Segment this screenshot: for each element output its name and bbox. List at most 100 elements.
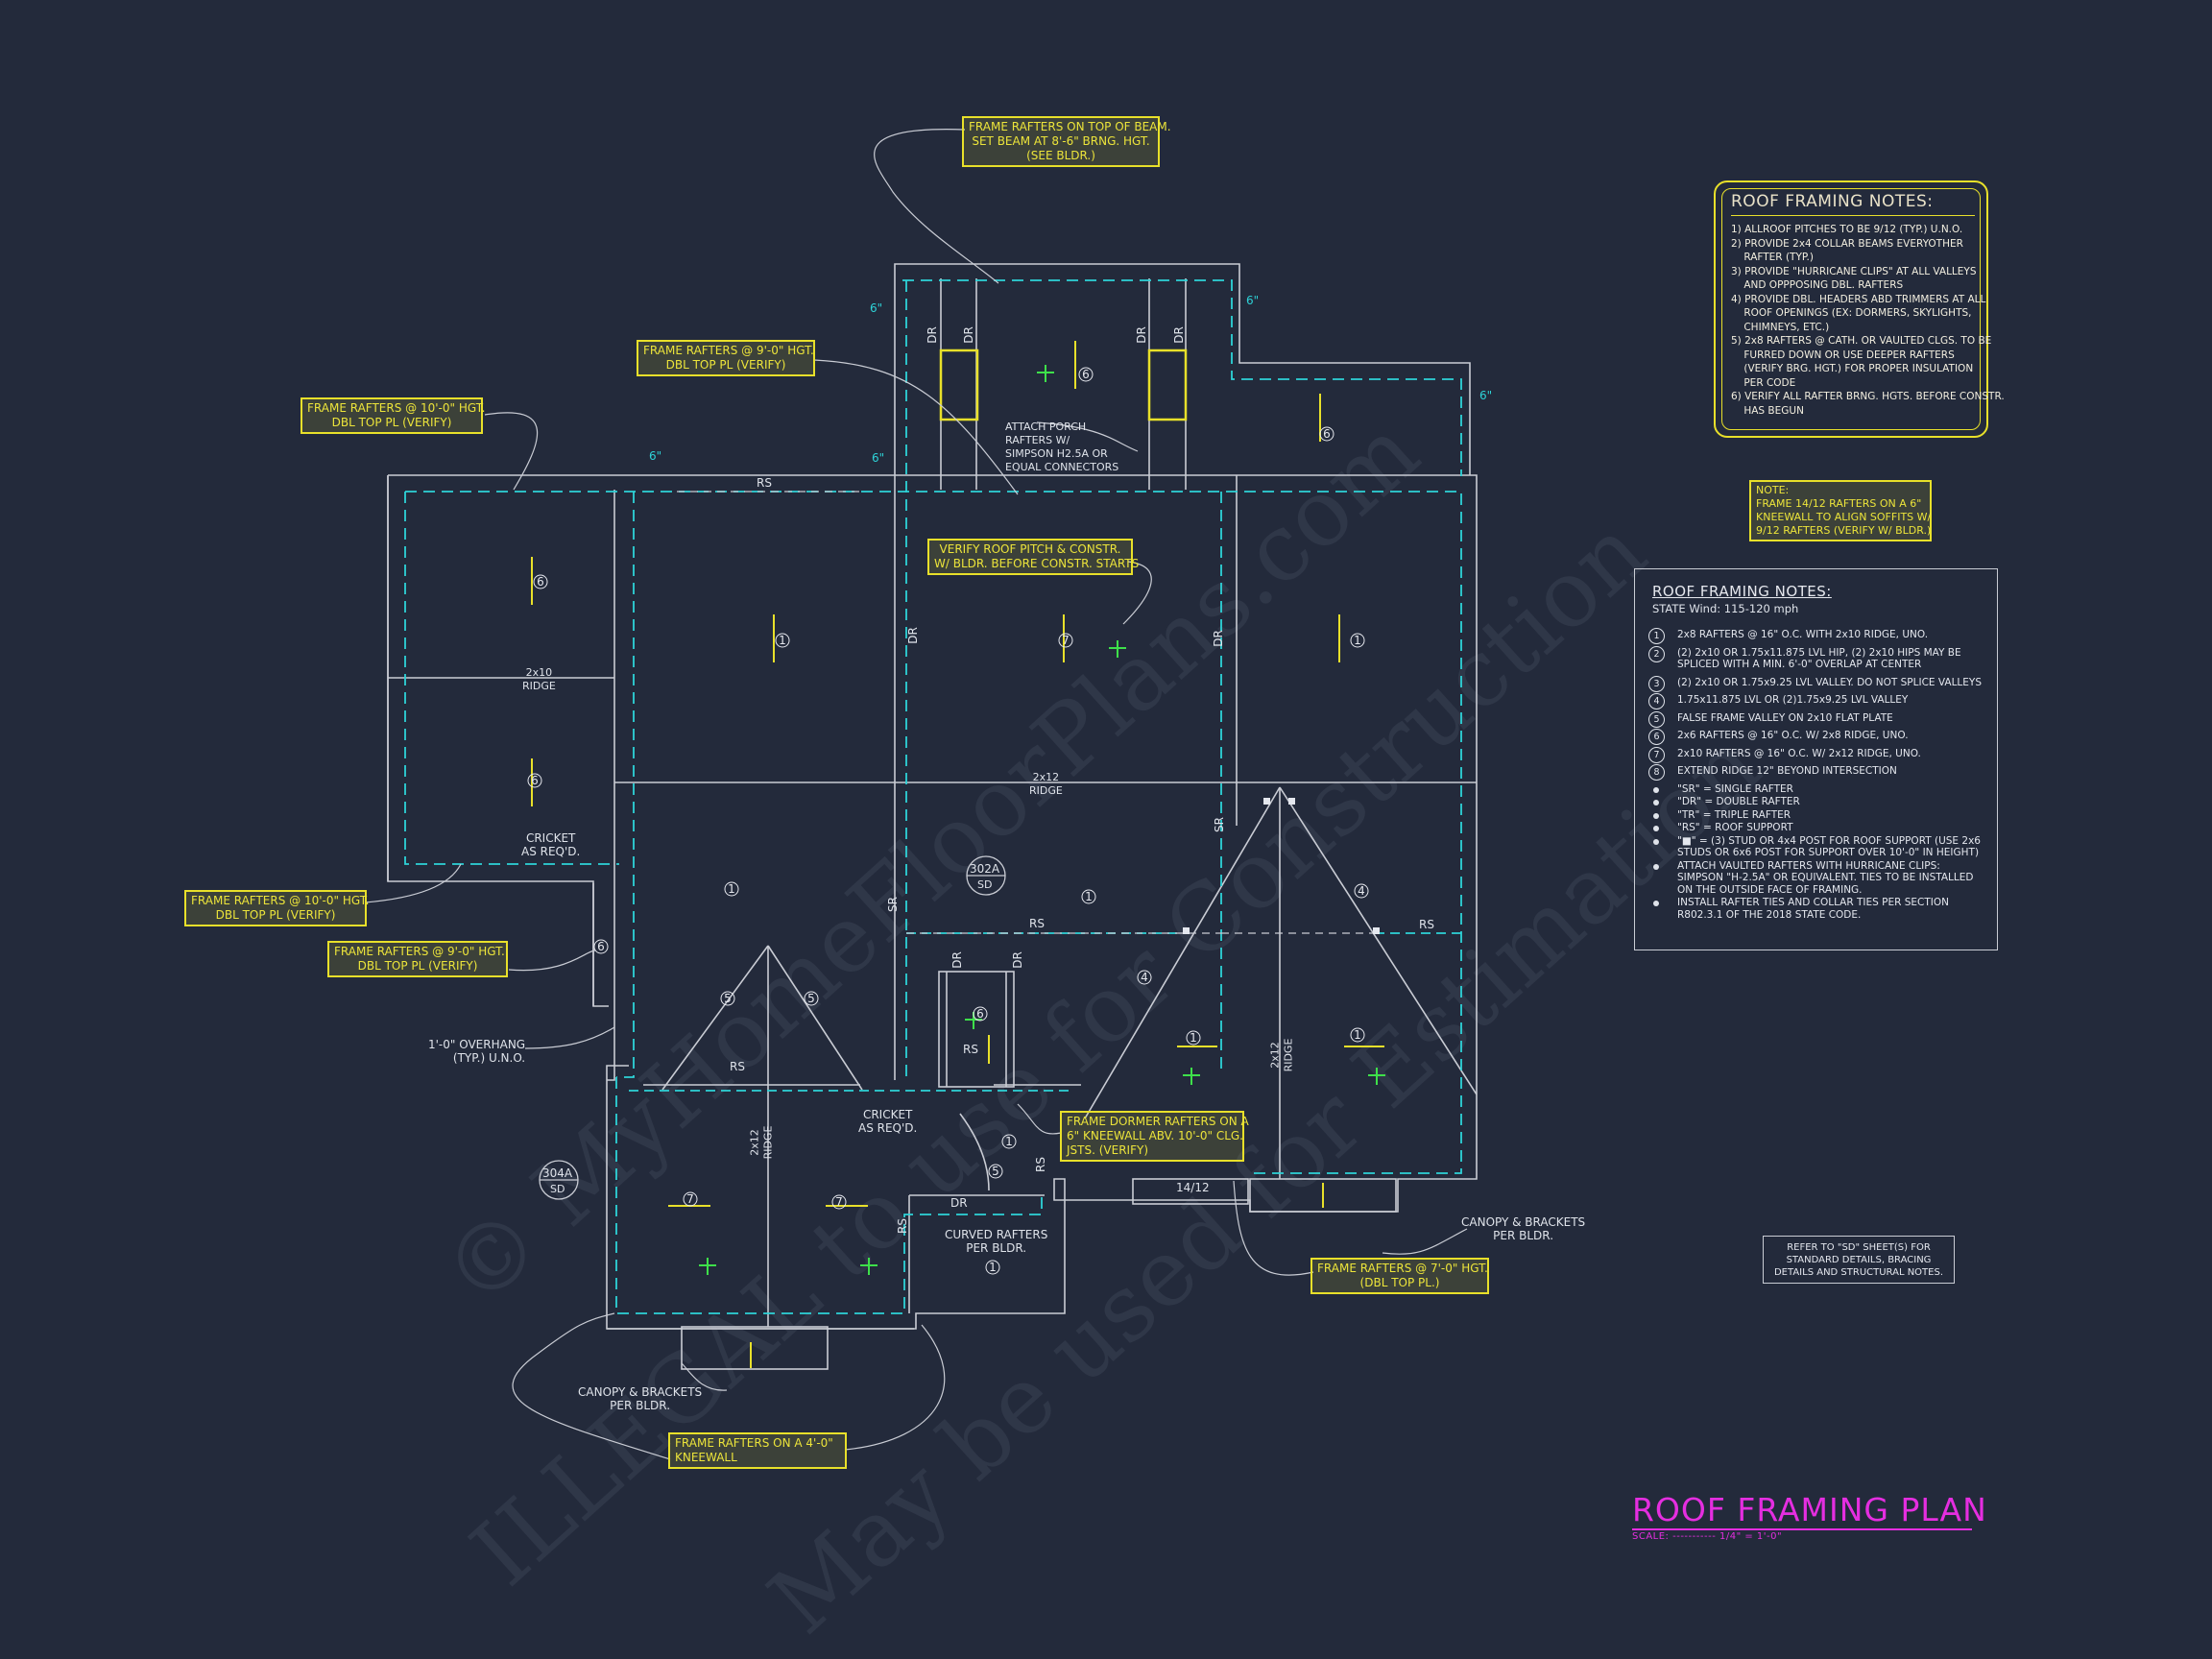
callout-frame-9-left: FRAME RAFTERS @ 9'-0" HGT. DBL TOP PL (V… (327, 941, 508, 977)
legend-bullet-item: INSTALL RAFTER TIES AND COLLAR TIES PER … (1648, 897, 1988, 921)
ridge-2x12-main: 2x12 RIDGE (1029, 771, 1063, 797)
bullet-dot-icon (1653, 901, 1659, 906)
ridge-2x12-left: 2x12 RIDGE (748, 1125, 775, 1160)
legend-number-marker: 1 (1648, 628, 1665, 644)
legend-number-marker: 6 (1648, 729, 1665, 745)
legend-number-marker: 8 (1648, 764, 1665, 781)
attach-porch-note: ATTACH PORCH RAFTERS W/ SIMPSON H2.5A OR… (1005, 421, 1119, 473)
bearing-lines-dashed (404, 279, 1462, 1314)
callout-note-14-12: NOTE: FRAME 14/12 RAFTERS ON A 6" KNEEWA… (1749, 480, 1932, 541)
roof-framing-notes-legend: ROOF FRAMING NOTES: STATE Wind: 115-120 … (1634, 568, 1998, 950)
legend-note-item: 8 EXTEND RIDGE 12" BEYOND INTERSECTION (1648, 764, 1988, 781)
callout-verify-pitch: VERIFY ROOF PITCH & CONSTR. W/ BLDR. BEF… (927, 539, 1139, 575)
sd-reference-box: REFER TO "SD" SHEET(S) FOR STANDARD DETA… (1763, 1236, 1955, 1284)
legend-bullet-text: INSTALL RAFTER TIES AND COLLAR TIES PER … (1677, 897, 1949, 921)
yellow-note-item: 5) 2x8 RAFTERS @ CATH. OR VAULTED CLGS. … (1731, 335, 1992, 389)
svg-text:7: 7 (1062, 634, 1070, 647)
svg-text:6: 6 (1082, 368, 1090, 381)
legend-note-text: (2) 2x10 OR 1.75x9.25 LVL VALLEY. DO NOT… (1677, 676, 1982, 688)
legend-note-item: 2 (2) 2x10 OR 1.75x11.875 LVL HIP, (2) 2x… (1648, 645, 1988, 671)
legend-bullet-text: ATTACH VAULTED RAFTERS WITH HURRICANE CL… (1677, 859, 1974, 896)
callout-frame-10-left: FRAME RAFTERS @ 10'-0" HGT. DBL TOP PL (… (184, 890, 369, 926)
title-underline (1632, 1528, 1972, 1530)
label-6in-1: 6" (870, 301, 883, 315)
svg-text:6: 6 (537, 575, 544, 589)
svg-text:1: 1 (989, 1261, 997, 1274)
callout-frame-9-top: FRAME RAFTERS @ 9'-0" HGT. DBL TOP PL (V… (637, 340, 815, 376)
legend-bullet-text: "■" = (3) STUD OR 4x4 POST FOR ROOF SUPP… (1677, 834, 1981, 859)
bullet-dot-icon (1653, 812, 1659, 819)
label-dr-2: DR (961, 326, 975, 344)
legend-bullet-item: "TR" = TRIPLE RAFTER (1648, 809, 1988, 822)
legend-note-text: 2x8 RAFTERS @ 16" O.C. WITH 2x10 RIDGE, … (1677, 629, 1929, 640)
label-rs-vert-2: RS (895, 1218, 909, 1234)
legend-note-text: FALSE FRAME VALLEY ON 2x10 FLAT PLATE (1677, 711, 1893, 724)
svg-text:1: 1 (1190, 1031, 1197, 1045)
tag-302a-sd: SD (977, 878, 993, 891)
legend-note-text: EXTEND RIDGE 12" BEYOND INTERSECTION (1677, 765, 1897, 777)
legend-number-marker: 3 (1648, 675, 1665, 692)
label-dr-5: DR (905, 627, 920, 644)
label-rs-top: RS (757, 476, 772, 490)
notes-inner-border (1721, 188, 1981, 430)
legend-bullet-text: "RS" = ROOF SUPPORT (1677, 822, 1793, 833)
label-6in-5: 6" (872, 451, 885, 465)
legend-number-marker: 4 (1648, 693, 1665, 709)
curved-rafters-note: CURVED RAFTERS PER BLDR. (945, 1228, 1048, 1255)
leader-lines (364, 129, 1468, 1460)
legend-bullet-text: "SR" = SINGLE RAFTER (1677, 782, 1793, 795)
label-dr-8: DR (1010, 951, 1024, 969)
callout-frame-kneewall: FRAME RAFTERS ON A 4'-0" KNEEWALL (668, 1432, 847, 1469)
bullet-dot-icon (1653, 863, 1659, 870)
number-marks: 6 1 7 1 6 6 6 1 1 5 5 4 4 1 1 7 7 1 5 1 … (527, 367, 1369, 1275)
bullet-dot-icon (1653, 826, 1659, 831)
sheet-scale: SCALE: ----------- 1/4" = 1'-0" (1632, 1531, 1783, 1542)
label-dr-6: DR (1211, 630, 1225, 647)
bullet-dot-icon (1653, 786, 1659, 793)
svg-text:5: 5 (724, 992, 732, 1005)
yellow-note-item: 2) PROVIDE 2x4 COLLAR BEAMS EVERYOTHER R… (1731, 237, 1963, 264)
svg-text:1: 1 (728, 882, 735, 896)
svg-text:1: 1 (1354, 634, 1361, 647)
svg-text:7: 7 (835, 1195, 843, 1209)
yellow-note-item: 4) PROVIDE DBL. HEADERS ABD TRIMMERS AT … (1731, 293, 1986, 333)
legend-note-text: 2x10 RAFTERS @ 16" O.C. W/ 2x12 RIDGE, U… (1677, 747, 1921, 759)
notes-legend-list: 1 2x8 RAFTERS @ 16" O.C. WITH 2x10 RIDGE,… (1648, 628, 1988, 922)
legend-bullet-text: "TR" = TRIPLE RAFTER (1677, 808, 1791, 821)
label-dr-9: DR (950, 1196, 968, 1210)
legend-note-item: 7 2x10 RAFTERS @ 16" O.C. W/ 2x12 RIDGE, … (1648, 746, 1988, 763)
canopy-note-right: CANOPY & BRACKETS PER BLDR. (1461, 1215, 1586, 1242)
cricket-note-2: CRICKET AS REQ'D. (858, 1108, 918, 1135)
legend-note-text: (2) 2x10 OR 1.75x11.875 LVL HIP, (2) 2x1… (1677, 646, 1961, 671)
overhang-note: 1'-0" OVERHANG (TYP.) U.N.O. (428, 1038, 526, 1065)
label-rs-right: RS (1419, 918, 1434, 931)
roof-framing-notes-yellow: ROOF FRAMING NOTES: 1) ALLROOF PITCHES T… (1714, 180, 2005, 438)
bullet-dot-icon (1653, 838, 1659, 845)
label-rs-vert-1: RS (1033, 1157, 1047, 1172)
svg-text:6: 6 (1323, 427, 1331, 441)
legend-note-item: 1 2x8 RAFTERS @ 16" O.C. WITH 2x10 RIDGE,… (1648, 628, 1988, 644)
svg-text:4: 4 (1358, 884, 1365, 898)
legend-bullet-text: "DR" = DOUBLE RAFTER (1677, 796, 1800, 807)
label-6in-2: 6" (1246, 294, 1260, 307)
label-dr-3: DR (1134, 326, 1148, 344)
label-6in-3: 6" (1479, 389, 1493, 402)
legend-number-marker: 2 (1648, 645, 1665, 662)
yellow-note-item: 3) PROVIDE "HURRICANE CLIPS" AT ALL VALL… (1731, 265, 1977, 292)
ridge-2x12-right: 2x12 RIDGE (1268, 1038, 1295, 1072)
svg-text:6: 6 (531, 774, 539, 787)
callout-frame-on-beam: FRAME RAFTERS ON TOP OF BEAM. SET BEAM A… (962, 116, 1171, 167)
label-dr-4: DR (1171, 326, 1186, 344)
callout-frame-dormer: FRAME DORMER RAFTERS ON A 6" KNEEWALL AB… (1060, 1111, 1249, 1162)
notes-yellow-list: 1) ALLROOF PITCHES TO BE 9/12 (TYP.) U.N… (1731, 223, 2005, 418)
svg-text:1: 1 (1085, 890, 1093, 903)
legend-note-text: 1.75x11.875 LVL OR (2)1.75x9.25 LVL VALL… (1677, 694, 1909, 706)
svg-text:4: 4 (1141, 971, 1148, 984)
yellow-note-item: 1) ALLROOF PITCHES TO BE 9/12 (TYP.) U.N… (1731, 224, 1963, 235)
circle-tags (539, 855, 1006, 1200)
legend-number-marker: 7 (1648, 746, 1665, 763)
callout-frame-7-top: FRAME RAFTERS @ 7'-0" HGT. (DBL TOP PL.) (1310, 1258, 1489, 1294)
